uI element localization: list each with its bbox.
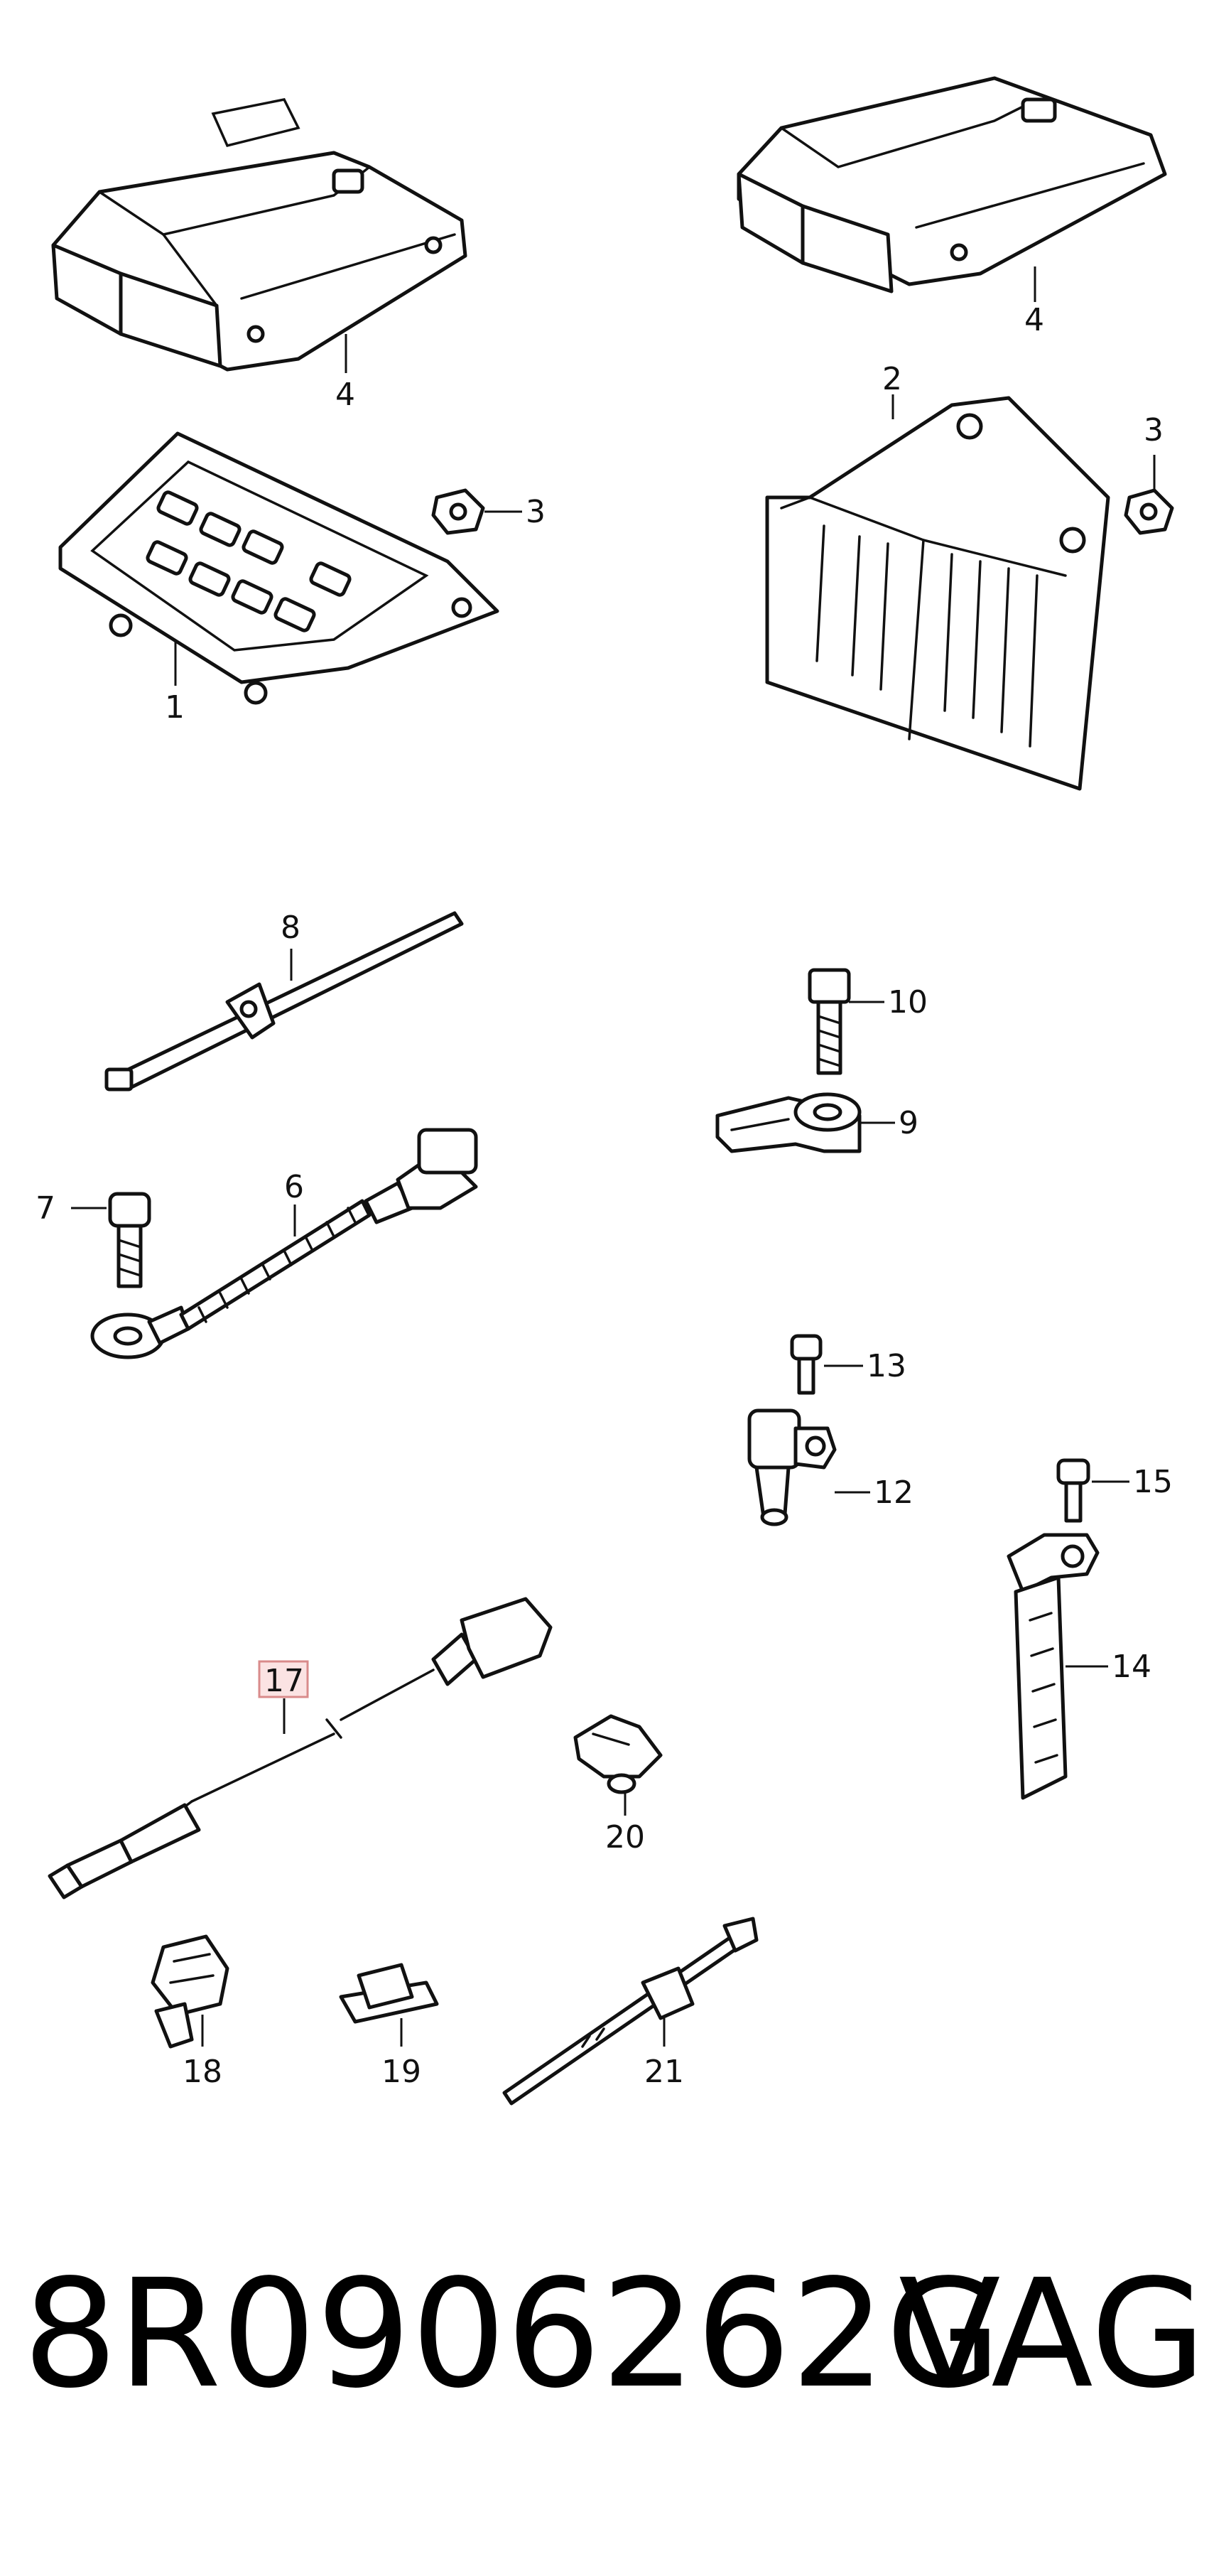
bolt-7 — [108, 1192, 151, 1288]
callout-3a: 3 — [526, 494, 546, 530]
callout-17: 17 — [264, 1663, 304, 1699]
cable-tie-21 — [502, 1917, 759, 2106]
bolt-10 — [808, 968, 851, 1075]
mounting-bracket — [58, 431, 499, 705]
clip-19 — [339, 1963, 439, 2024]
brand-name: VAG — [899, 2247, 1206, 2421]
callout-4a: 4 — [335, 377, 355, 413]
callout-15: 15 — [1133, 1464, 1173, 1500]
callout-2: 2 — [882, 361, 902, 397]
control-unit — [765, 396, 1110, 791]
bolt-13 — [790, 1334, 823, 1395]
callout-14: 14 — [1112, 1649, 1151, 1685]
callout-3b: 3 — [1144, 412, 1164, 448]
callout-18: 18 — [183, 2054, 222, 2090]
sensor-9 — [715, 1092, 862, 1153]
callout-21: 21 — [644, 2054, 684, 2090]
ecu-unit-right — [737, 76, 1167, 293]
sensor-12 — [747, 1408, 837, 1526]
callout-10: 10 — [888, 984, 928, 1020]
knock-sensor-6 — [90, 1128, 478, 1359]
callout-12: 12 — [874, 1475, 913, 1511]
callout-20: 20 — [605, 1819, 645, 1855]
callout-7: 7 — [36, 1190, 55, 1227]
nut-right — [1124, 488, 1174, 535]
clip-20 — [573, 1714, 663, 1794]
clip-18 — [151, 1934, 229, 2049]
callout-13: 13 — [867, 1348, 906, 1384]
part-footer: 8R0906262G VAG — [0, 2260, 1209, 2445]
callout-9: 9 — [899, 1105, 918, 1141]
callout-17-highlight — [258, 1660, 309, 1698]
sensor-14 — [1007, 1533, 1100, 1800]
nut-left — [431, 488, 485, 535]
lambda-sensor-17 — [48, 1597, 553, 1899]
cable-tie-8 — [104, 911, 464, 1092]
bolt-15 — [1056, 1458, 1090, 1523]
callout-1: 1 — [165, 689, 185, 726]
callout-6: 6 — [284, 1169, 304, 1205]
part-number: 8R0906262G — [23, 2247, 1002, 2421]
callout-4b: 4 — [1024, 302, 1044, 338]
callout-8: 8 — [281, 910, 300, 946]
ecu-unit-left — [51, 98, 467, 372]
callout-19: 19 — [381, 2054, 421, 2090]
